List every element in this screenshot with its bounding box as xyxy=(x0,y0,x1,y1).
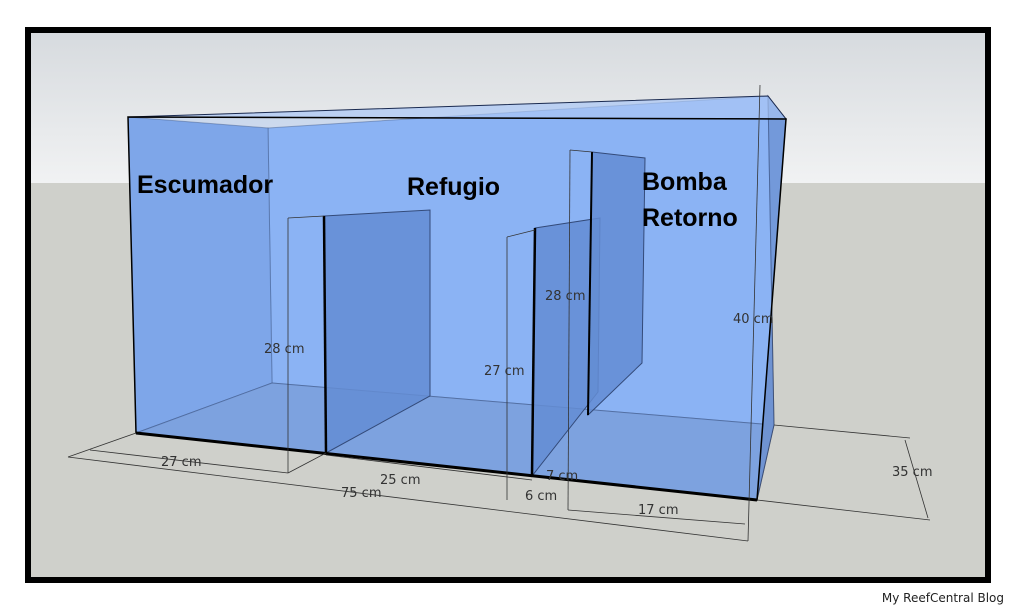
dim-section3-length: 17 cm xyxy=(638,503,679,518)
blog-credit: My ReefCentral Blog xyxy=(881,591,1004,605)
label-escumador: Escumador xyxy=(137,171,274,199)
sump-tank xyxy=(127,94,788,502)
label-bomba: Bomba xyxy=(642,168,727,196)
dim-tank-height: 40 cm xyxy=(733,312,774,327)
dim-total-length: 75 cm xyxy=(341,486,382,501)
dimension-lines xyxy=(67,84,931,542)
dim-tank-depth: 35 cm xyxy=(892,465,933,480)
dim-gap-6: 6 cm xyxy=(525,489,558,504)
dim-baffle3-height: 28 cm xyxy=(545,289,586,304)
picture-frame xyxy=(25,27,991,583)
label-refugio: Refugio xyxy=(407,173,501,201)
dim-baffle2-height: 27 cm xyxy=(484,364,525,379)
dim-section2-length: 25 cm xyxy=(380,473,421,488)
dim-section1-length: 27 cm xyxy=(161,455,202,470)
dim-baffle1-height: 28 cm xyxy=(264,342,305,357)
label-retorno: Retorno xyxy=(642,204,738,232)
dim-gap-7: 7 cm xyxy=(546,469,579,484)
